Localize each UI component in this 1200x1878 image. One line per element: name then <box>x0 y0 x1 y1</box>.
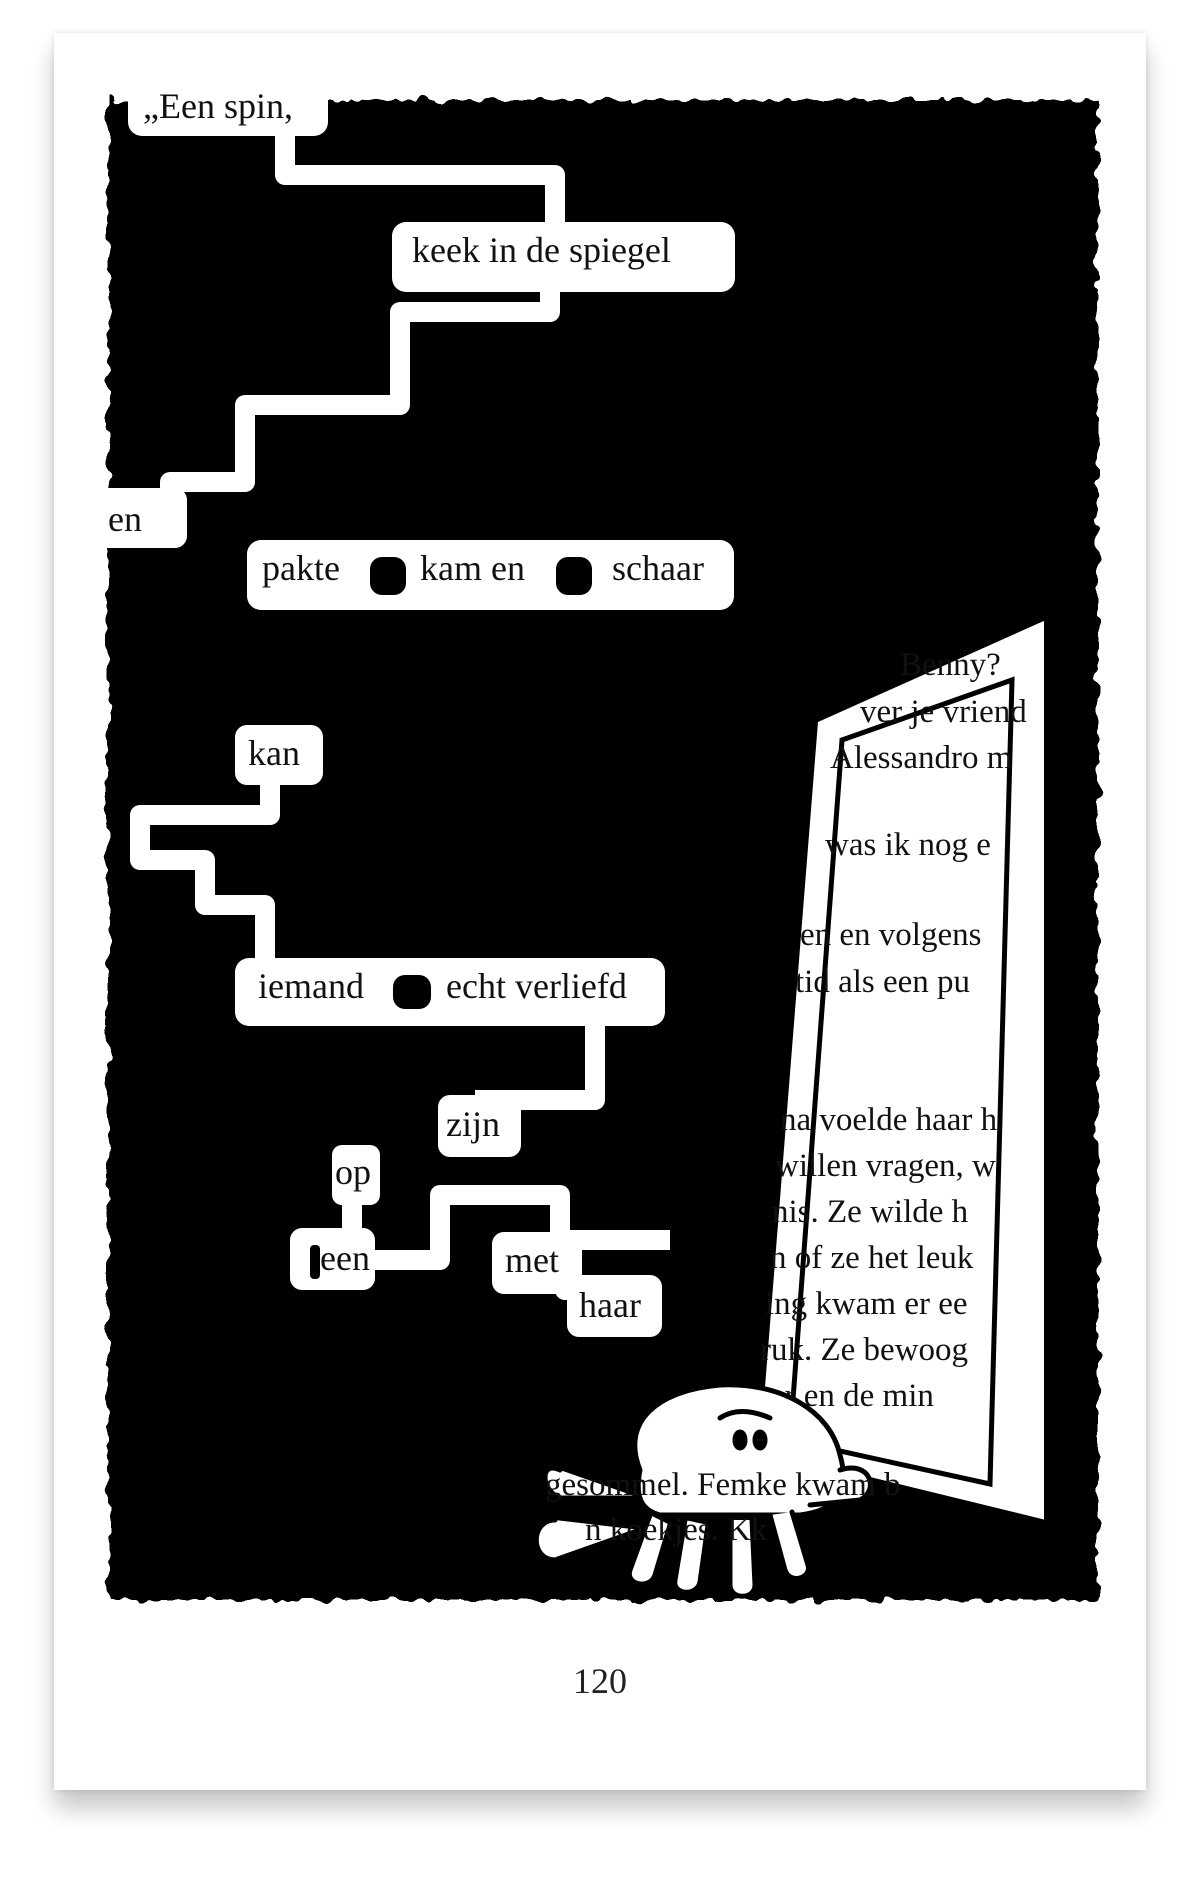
mirror-text-line: ruk. Ze bewoog <box>760 1332 968 1368</box>
spider-text-line: n koekjes. Kk <box>585 1512 768 1548</box>
mirror-text-line: n of ze het leuk <box>770 1240 974 1276</box>
mirror-text-line: willen vragen, w <box>775 1148 996 1184</box>
spider-drawing <box>533 1382 873 1599</box>
mirror-drawing <box>760 620 1048 1520</box>
mirror-text-line: was ik nog e <box>825 827 991 863</box>
mirror-text-line: na voelde haar h <box>780 1102 998 1138</box>
spider-text: gesommel. Femke kwam b n koekjes. Kk <box>545 1467 901 1548</box>
mirror-text-line: ing kwam er ee <box>765 1286 968 1322</box>
poem-words: „Een spin, keek in de spiegel en pakte k… <box>108 86 704 1325</box>
poem-phrase: schaar <box>612 548 704 588</box>
blackout-dots <box>310 557 592 1279</box>
poem-phrase: kan <box>248 733 300 773</box>
poem-phrase: zijn <box>446 1104 500 1144</box>
mirror-text-line: en en volgens <box>800 917 981 953</box>
mirror-text: Benny? ver je vriend Alessandro m was ik… <box>735 647 1027 1414</box>
spider-text-line: gesommel. Femke kwam b <box>545 1467 901 1503</box>
mirror-text-line: nis. Ze wilde h <box>772 1194 969 1230</box>
poem-phrase: op <box>335 1152 371 1192</box>
phrase-boxes <box>92 68 735 1337</box>
poem-phrase: pakte <box>262 548 340 588</box>
poem-phrase: met <box>505 1240 559 1280</box>
poem-phrase: en <box>108 499 142 539</box>
poem-phrase: „Een spin, <box>143 86 293 126</box>
mirror-text-line: Benny? <box>900 647 1001 683</box>
mirror-text-line: ver je vriend <box>860 694 1027 730</box>
poem-phrase: kam en <box>420 548 525 588</box>
poem-phrase: iemand <box>258 966 364 1006</box>
page-number: 120 <box>573 1661 627 1701</box>
poem-phrase: echt verliefd <box>446 966 627 1006</box>
poem-phrase: haar <box>579 1285 641 1325</box>
mirror-text-line: Alessandro m <box>830 740 1013 776</box>
poem-phrase: een <box>320 1238 370 1278</box>
poem-phrase: keek in de spiegel <box>412 230 671 270</box>
mirror-text-line: tid als een pu <box>795 964 970 1000</box>
